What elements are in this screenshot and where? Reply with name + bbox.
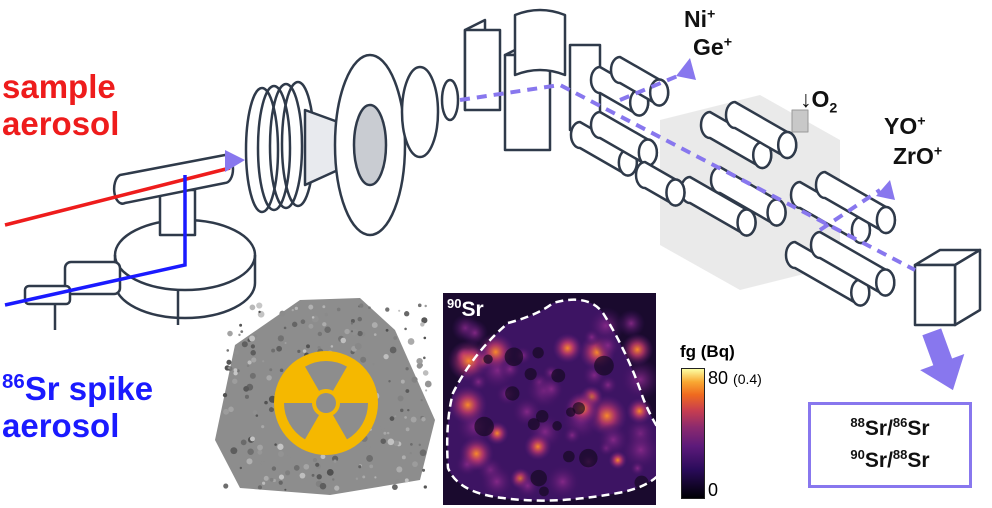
gas-label-o2: ↓O2 — [800, 86, 838, 117]
colorbar-min-label: 0 — [708, 480, 719, 500]
ion-label-ni: Ni+ — [684, 6, 716, 32]
ratio-88-86: 88Sr/86Sr — [850, 415, 930, 440]
sample-outline — [445, 298, 656, 502]
map-title: 90Sr — [447, 296, 484, 321]
ion-label-yo: YO+ — [884, 113, 926, 139]
beam-arrow — [876, 180, 895, 200]
interface-cones — [303, 53, 460, 237]
sample-line — [4, 166, 231, 227]
quadrupole-rods — [569, 55, 897, 307]
isotope-ratio-results: 88Sr/86Sr 90Sr/88Sr — [808, 402, 972, 488]
ratio-90-88: 90Sr/88Sr — [850, 447, 930, 472]
beam-arrow — [225, 150, 245, 172]
radiation-blade — [333, 403, 368, 440]
radiation-blade — [305, 361, 347, 391]
sr90-distribution-map: 90Sr — [443, 293, 656, 505]
colorbar-title: fg (Bq) — [680, 342, 735, 361]
rock-sample — [215, 298, 435, 495]
spike-line — [4, 175, 187, 307]
colorbar — [681, 368, 705, 499]
radiation-blade — [284, 403, 319, 440]
ion-beam — [459, 73, 916, 272]
sample-aerosol-label: sample aerosol — [2, 68, 120, 142]
detector — [913, 248, 982, 327]
beam-arrow — [676, 58, 696, 80]
radiation-icon — [274, 351, 378, 455]
ion-label-ge: Ge+ — [693, 34, 733, 60]
spike-aerosol-label: 86Sr spike aerosol — [2, 370, 154, 444]
colorbar-max-label: 80 (0.4) — [708, 368, 762, 388]
ion-optics-blocks — [463, 8, 602, 152]
output-arrow — [920, 328, 965, 391]
ion-label-zro: ZrO+ — [893, 143, 943, 169]
